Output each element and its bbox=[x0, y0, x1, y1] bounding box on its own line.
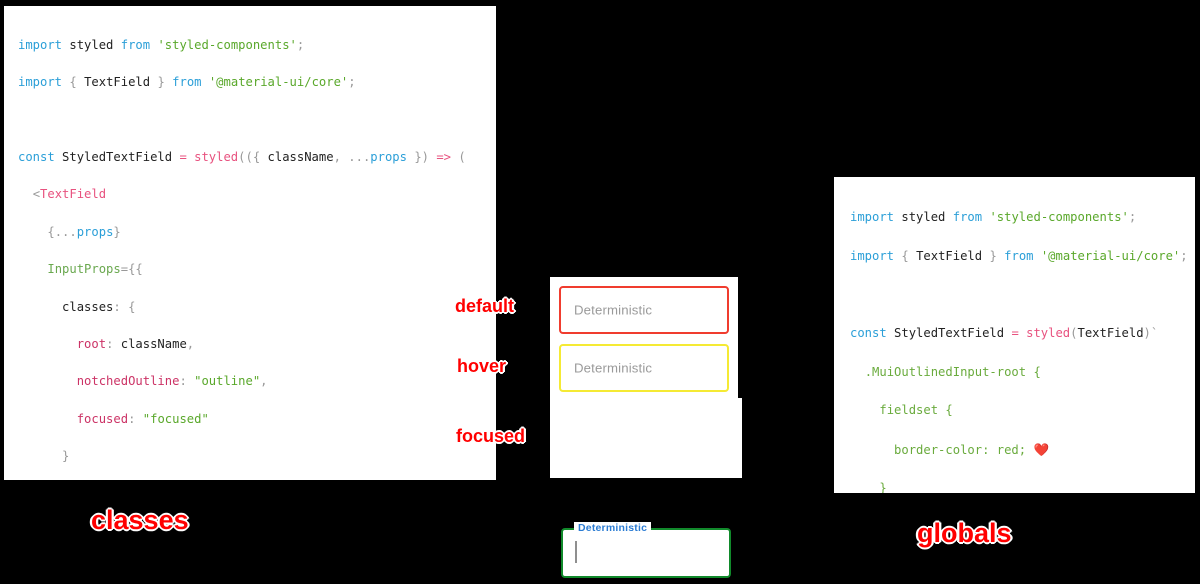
textfield-hover-label: Deterministic bbox=[574, 360, 653, 376]
code-line: InputProps={{ bbox=[47, 262, 143, 277]
code-block-classes: import styled from 'styled-components'; … bbox=[18, 17, 496, 480]
text-caret bbox=[575, 541, 577, 563]
demo-card-bottom: Deterministic bbox=[550, 398, 742, 578]
code-panel-classes: import styled from 'styled-components'; … bbox=[4, 6, 496, 480]
textfield-focused-floating-label: Deterministic bbox=[574, 522, 652, 534]
demo-card-top: Deterministic Deterministic bbox=[550, 277, 738, 398]
code-line: import styled from 'styled-components'; bbox=[18, 37, 305, 52]
code-line: import styled from 'styled-components'; bbox=[850, 210, 1137, 225]
code-line: } bbox=[879, 481, 887, 493]
code-line: const StyledTextField = styled(TextField… bbox=[850, 326, 1159, 341]
code-line: <TextField bbox=[32, 187, 107, 202]
code-block-globals: import styled from 'styled-components'; … bbox=[850, 189, 1195, 493]
code-panel-globals: import styled from 'styled-components'; … bbox=[834, 177, 1195, 493]
caption-classes: classes bbox=[91, 505, 189, 535]
annotation-focused: focused bbox=[456, 426, 526, 446]
caption-globals: globals bbox=[917, 518, 1012, 548]
annotation-hover: hover bbox=[457, 356, 507, 376]
code-line: classes: { bbox=[62, 299, 136, 314]
code-line bbox=[18, 111, 496, 130]
textfield-hover[interactable]: Deterministic bbox=[559, 344, 729, 392]
code-line: const StyledTextField = styled(({ classN… bbox=[18, 149, 466, 164]
red-heart-icon: ❤️ bbox=[1033, 441, 1050, 457]
code-line: .MuiOutlinedInput-root { bbox=[864, 364, 1041, 379]
code-line: import { TextField } from '@material-ui/… bbox=[18, 75, 356, 90]
code-line: {...props} bbox=[47, 224, 121, 239]
textfield-default-label: Deterministic bbox=[574, 302, 653, 318]
code-line: root: className, bbox=[76, 336, 195, 351]
code-line: import { TextField } from '@material-ui/… bbox=[850, 248, 1188, 263]
code-line: border-color: red; ❤️ bbox=[894, 441, 1050, 457]
code-line: } bbox=[62, 449, 70, 464]
code-line: notchedOutline: "outline", bbox=[76, 374, 268, 389]
textfield-focused[interactable]: Deterministic bbox=[561, 522, 731, 578]
code-line: focused: "focused" bbox=[76, 411, 209, 426]
code-line bbox=[850, 285, 1195, 304]
code-line: fieldset { bbox=[879, 403, 953, 418]
textfield-default[interactable]: Deterministic bbox=[559, 286, 729, 334]
annotation-default: default bbox=[455, 296, 515, 316]
